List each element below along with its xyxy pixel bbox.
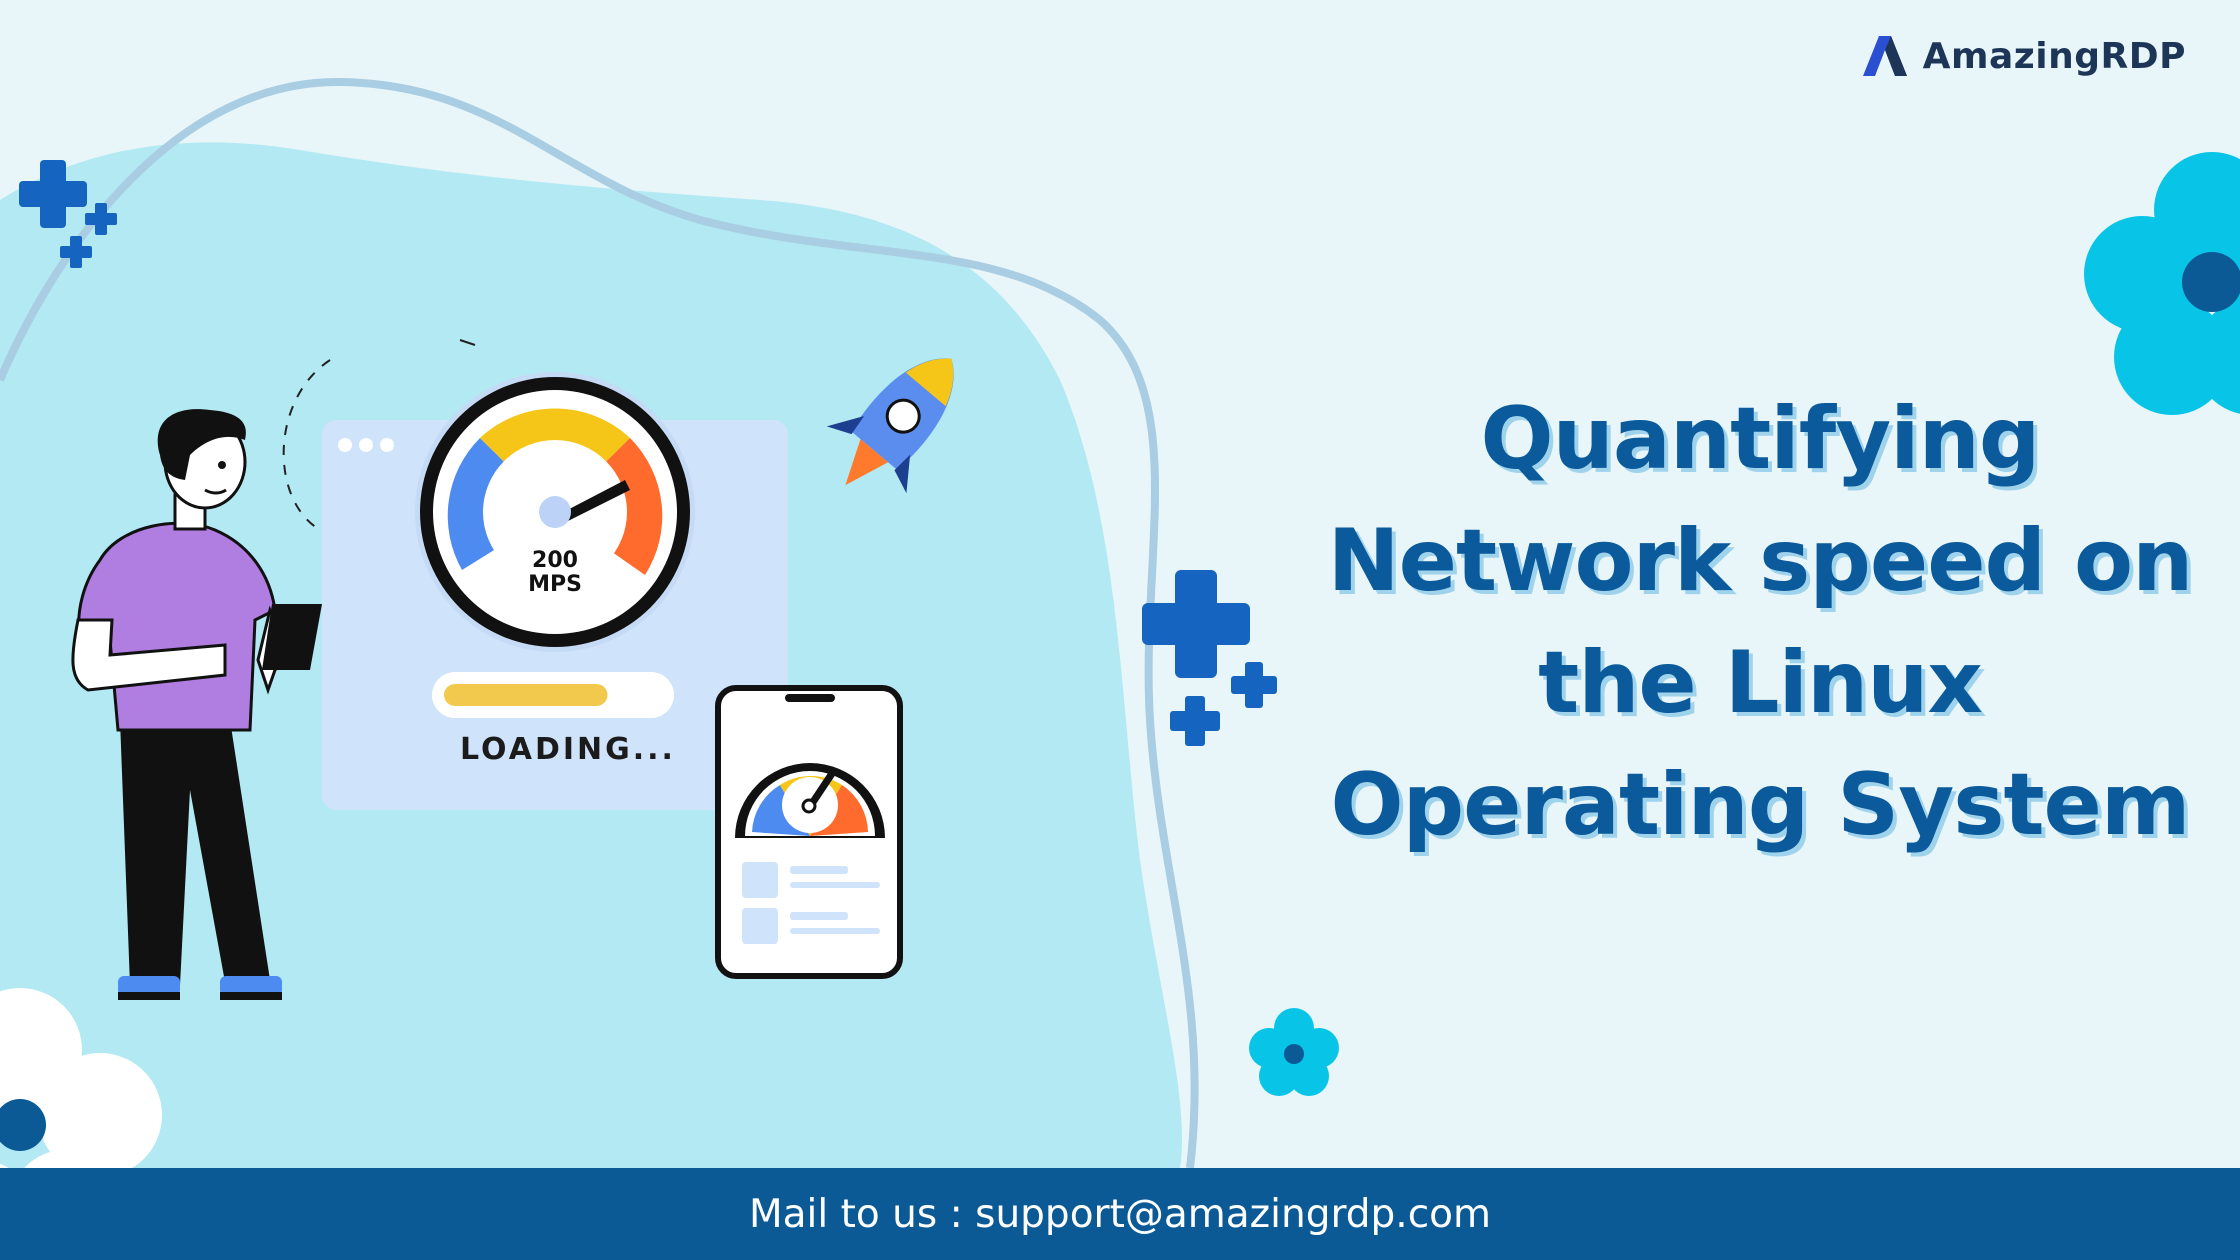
speedometer-icon [415,372,695,652]
person-icon [71,409,322,1000]
plus-icon [19,160,117,268]
mail-label: Mail to us [749,1191,938,1237]
dashed-arc [282,359,331,531]
rocket-icon [826,358,954,494]
brand-name: AmazingRDP [1922,35,2186,77]
loading-bar-fill [444,684,608,706]
support-email-link[interactable]: support@amazingrdp.com [975,1191,1491,1237]
speed-unit-label: MPS [528,572,582,597]
flower-icon [2084,152,2240,415]
mail-separator: : [937,1191,976,1237]
phone-icon [715,685,903,979]
decorative-curve [0,77,1199,1169]
page-headline: Quantifying Network speed on the Linux O… [1310,378,2210,866]
speed-value-label: 200 [532,548,578,573]
footer-bar: Mail to us : support@amazingrdp.com [0,1168,2240,1260]
flower-icon [1249,1008,1339,1096]
headline-line: Network speed on [1327,511,2194,611]
loading-label: LOADING... [460,732,676,767]
headline-line: Operating System [1330,755,2191,855]
headline-line: the Linux [1538,633,1983,733]
plus-icon [1142,570,1277,746]
headline-line: Quantifying [1480,389,2041,489]
brand-logo[interactable]: AmazingRDP [1861,34,2186,78]
amazingrdp-logo-icon [1862,36,1907,76]
